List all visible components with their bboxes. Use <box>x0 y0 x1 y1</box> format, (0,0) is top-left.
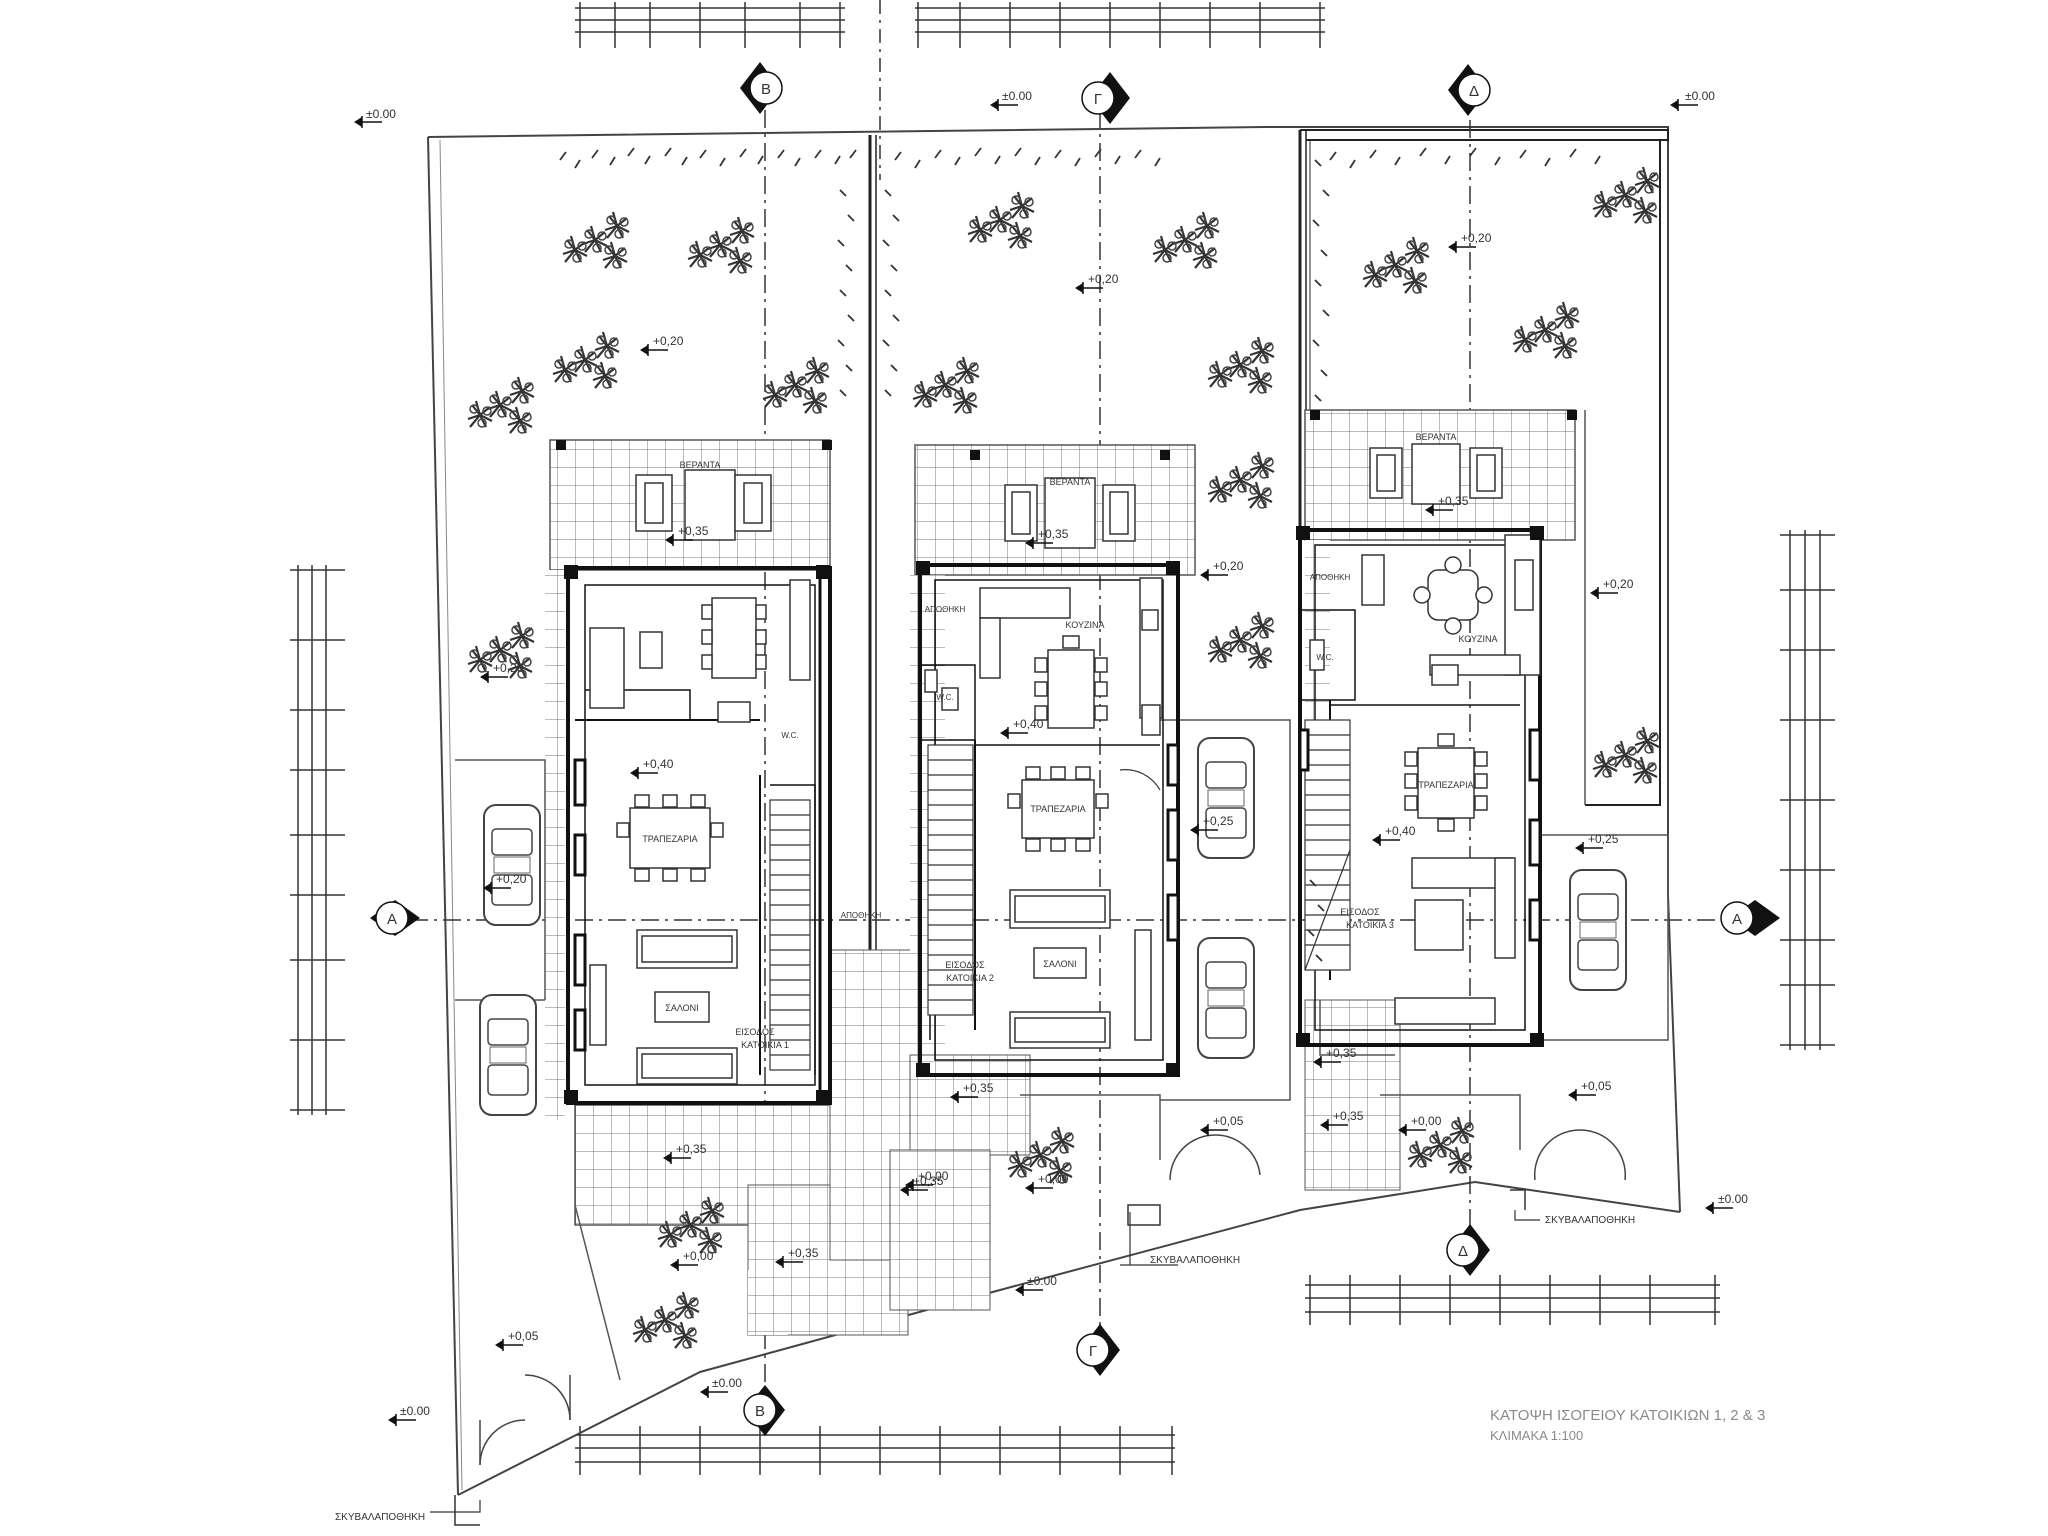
svg-text:ΚΟΥΖΙΝΑ: ΚΟΥΖΙΝΑ <box>1459 634 1498 644</box>
left-dimensions <box>290 565 345 1115</box>
svg-text:+0,35: +0,35 <box>963 1081 994 1095</box>
svg-text:ΚΟΥΖΙΝΑ: ΚΟΥΖΙΝΑ <box>1066 620 1105 630</box>
svg-text:+0,20: +0,20 <box>493 661 524 675</box>
room-labels: ΒΕΡΑΝΤΑ ΒΕΡΑΝΤΑ ΒΕΡΑΝΤΑ ΚΟΥΖΙΝΑ ΚΟΥΖΙΝΑ … <box>642 432 1497 1013</box>
bins-labels: ΣΚΥΒΑΛΑΠΟΘΗΚΗ ΣΚΥΒΑΛΑΠΟΘΗΚΗ ΣΚΥΒΑΛΑΠΟΘΗΚ… <box>335 1210 1635 1523</box>
top-dimensions <box>575 0 1325 180</box>
svg-text:±0.00: ±0.00 <box>366 107 396 121</box>
right-dimensions <box>1780 530 1835 1050</box>
house-2 <box>916 450 1180 1077</box>
section-marker-a-right: Α <box>1720 900 1780 936</box>
svg-text:ΣΚΥΒΑΛΑΠΟΘΗΚΗ: ΣΚΥΒΑΛΑΠΟΘΗΚΗ <box>1150 1255 1240 1266</box>
svg-text:ΕΙΣΟΔΟΣ: ΕΙΣΟΔΟΣ <box>1340 907 1380 917</box>
svg-text:ΣΑΛΟΝΙ: ΣΑΛΟΝΙ <box>1043 959 1076 969</box>
svg-text:ΕΙΣΟΔΟΣ: ΕΙΣΟΔΟΣ <box>735 1027 775 1037</box>
title-line-1: ΚΑΤΟΨΗ ΙΣΟΓΕΙΟΥ ΚΑΤΟΙΚΙΩΝ 1, 2 & 3 <box>1490 1407 1765 1424</box>
svg-text:+0,35: +0,35 <box>788 1246 819 1260</box>
svg-text:ΒΕΡΑΝΤΑ: ΒΕΡΑΝΤΑ <box>1050 477 1091 487</box>
house-3 <box>1296 410 1577 1047</box>
entrance-labels: ΕΙΣΟΔΟΣ ΚΑΤΟΙΚΙΑ 1 ΕΙΣΟΔΟΣ ΚΑΤΟΙΚΙΑ 2 ΕΙ… <box>735 907 1393 1050</box>
svg-text:ΤΡΑΠΕΖΑΡΙΑ: ΤΡΑΠΕΖΑΡΙΑ <box>1030 804 1085 814</box>
section-marker-d-top: Δ <box>1448 64 1491 116</box>
bottom-dimensions <box>575 1275 1720 1475</box>
bin-storage <box>454 1189 1526 1526</box>
hedge-marks <box>559 147 1601 962</box>
svg-text:+0,20: +0,20 <box>1603 577 1634 591</box>
svg-text:+0,00: +0,00 <box>1411 1114 1442 1128</box>
section-marker-b-top: Β <box>740 62 783 114</box>
svg-text:+0,20: +0,20 <box>1461 231 1492 245</box>
title-line-2: ΚΛΙΜΑΚΑ 1:100 <box>1490 1428 1583 1443</box>
svg-text:±0.00: ±0.00 <box>1718 1192 1748 1206</box>
section-marker-d-bottom: Δ <box>1446 1224 1490 1276</box>
svg-text:ΣΑΛΟΝΙ: ΣΑΛΟΝΙ <box>665 1003 698 1013</box>
svg-text:±0.00: ±0.00 <box>1685 89 1715 103</box>
svg-text:+0,25: +0,25 <box>1203 814 1234 828</box>
svg-text:Α: Α <box>387 911 397 928</box>
svg-text:+0,20: +0,20 <box>653 334 684 348</box>
svg-text:W.C.: W.C. <box>781 731 798 740</box>
svg-text:±0.00: ±0.00 <box>1027 1274 1057 1288</box>
svg-text:+0,35: +0,35 <box>678 524 709 538</box>
svg-text:ΤΡΑΠΕΖΑΡΙΑ: ΤΡΑΠΕΖΑΡΙΑ <box>642 834 697 844</box>
svg-text:+0,35: +0,35 <box>1438 494 1469 508</box>
svg-text:±0.00: ±0.00 <box>712 1376 742 1390</box>
section-marker-g-top: Γ <box>1081 72 1130 124</box>
svg-text:W.C.: W.C. <box>936 693 953 702</box>
svg-text:ΚΑΤΟΙΚΙΑ 2: ΚΑΤΟΙΚΙΑ 2 <box>946 973 994 983</box>
svg-text:+0,35: +0,35 <box>1326 1046 1357 1060</box>
svg-text:±0.00: ±0.00 <box>1002 89 1032 103</box>
svg-text:+0,35: +0,35 <box>1333 1109 1364 1123</box>
svg-text:±0.00: ±0.00 <box>400 1404 430 1418</box>
svg-text:+0,05: +0,05 <box>1581 1079 1612 1093</box>
svg-text:+0,20: +0,20 <box>1213 559 1244 573</box>
svg-text:Α: Α <box>1732 911 1742 928</box>
svg-text:ΕΙΣΟΔΟΣ: ΕΙΣΟΔΟΣ <box>945 960 985 970</box>
svg-text:+0,00: +0,00 <box>683 1249 714 1263</box>
svg-text:ΣΚΥΒΑΛΑΠΟΘΗΚΗ: ΣΚΥΒΑΛΑΠΟΘΗΚΗ <box>1545 1215 1635 1226</box>
svg-text:+0,25: +0,25 <box>1588 832 1619 846</box>
svg-text:ΚΑΤΟΙΚΙΑ 1: ΚΑΤΟΙΚΙΑ 1 <box>741 1040 789 1050</box>
section-marker-g-bottom: Γ <box>1076 1324 1120 1376</box>
svg-text:+0,35: +0,35 <box>676 1142 707 1156</box>
svg-text:ΑΠΟΘΗΚΗ: ΑΠΟΘΗΚΗ <box>1310 573 1351 582</box>
garden-beds <box>455 410 1669 1381</box>
svg-text:Γ: Γ <box>1089 1343 1097 1360</box>
section-marker-b-bottom: Β <box>743 1385 785 1436</box>
svg-text:Δ: Δ <box>1458 1243 1468 1260</box>
svg-text:+0,40: +0,40 <box>1385 824 1416 838</box>
svg-text:ΣΚΥΒΑΛΑΠΟΘΗΚΗ: ΣΚΥΒΑΛΑΠΟΘΗΚΗ <box>335 1512 425 1523</box>
svg-text:+0,40: +0,40 <box>643 757 674 771</box>
svg-text:ΚΑΤΟΙΚΙΑ 3: ΚΑΤΟΙΚΙΑ 3 <box>1346 920 1394 930</box>
svg-text:+0,00: +0,00 <box>918 1169 949 1183</box>
svg-text:ΤΡΑΠΕΖΑΡΙΑ: ΤΡΑΠΕΖΑΡΙΑ <box>1418 780 1473 790</box>
svg-text:+0,05: +0,05 <box>508 1329 539 1343</box>
section-marker-a-left: Α <box>370 900 420 936</box>
svg-text:+0,00: +0,00 <box>1038 1172 1069 1186</box>
gates <box>479 1129 1627 1466</box>
svg-text:ΒΕΡΑΝΤΑ: ΒΕΡΑΝΤΑ <box>680 460 721 470</box>
house-1 <box>556 440 832 1105</box>
svg-text:+0,35: +0,35 <box>1038 527 1069 541</box>
svg-text:+0,20: +0,20 <box>496 872 527 886</box>
drawing-title: ΚΑΤΟΨΗ ΙΣΟΓΕΙΟΥ ΚΑΤΟΙΚΙΩΝ 1, 2 & 3 ΚΛΙΜΑ… <box>1490 1407 1765 1443</box>
svg-text:Δ: Δ <box>1469 83 1479 100</box>
svg-text:ΑΠΟΘΗΚΗ: ΑΠΟΘΗΚΗ <box>925 605 966 614</box>
svg-text:Β: Β <box>761 81 771 98</box>
plot-boundary <box>427 126 1681 1496</box>
section-markers: Β Γ Δ Α Α Β Γ <box>370 62 1780 1436</box>
svg-text:ΒΕΡΑΝΤΑ: ΒΕΡΑΝΤΑ <box>1416 432 1457 442</box>
svg-text:W.C.: W.C. <box>1316 653 1333 662</box>
level-markers: ±0.00 ±0.00 ±0.00 ±0.00 ±0.00 ±0.00 ±0.0… <box>353 89 1748 1427</box>
svg-text:Γ: Γ <box>1094 91 1102 108</box>
svg-text:+0,40: +0,40 <box>1013 717 1044 731</box>
svg-text:+0,05: +0,05 <box>1213 1114 1244 1128</box>
svg-text:Β: Β <box>755 1403 765 1420</box>
svg-text:ΑΠΟΘΗΚΗ: ΑΠΟΘΗΚΗ <box>841 911 882 920</box>
svg-text:+0,20: +0,20 <box>1088 272 1119 286</box>
